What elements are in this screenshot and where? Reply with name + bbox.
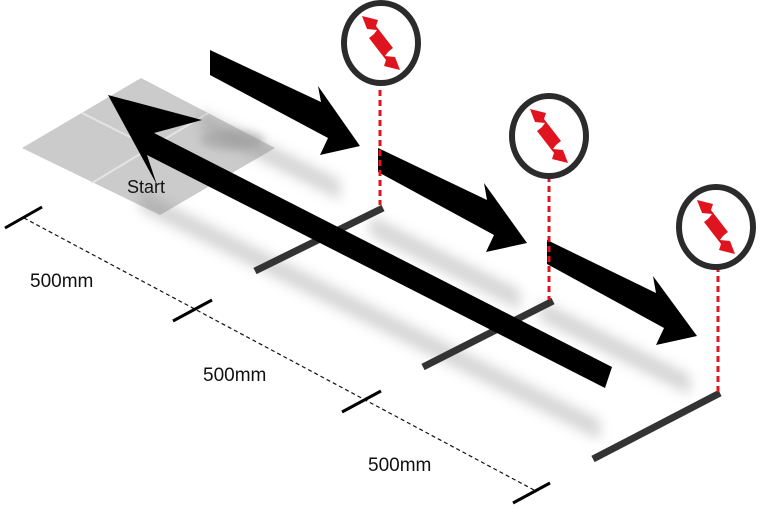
distance-label-3: 500mm [368,455,431,476]
floor-lines [253,204,722,463]
up-down-arrows-icon [362,16,400,70]
tick-2 [172,298,213,323]
floor-line-2 [421,297,555,371]
forward-arrow-3 [547,240,697,345]
tick-3 [341,389,382,414]
tick-4 [512,481,551,505]
forward-arrow-1 [210,50,360,155]
arrow-shadows [140,110,690,440]
direction-marker-2 [509,93,589,179]
up-down-arrows-icon [530,109,568,163]
marker-posts [378,80,720,392]
direction-marker-3 [676,184,756,270]
floor-line-3 [591,389,722,463]
forward-arrow-2 [378,148,527,252]
distance-label-2: 500mm [203,365,266,386]
direction-marker-1 [341,0,421,86]
dimension-line [23,217,535,491]
distance-label-1: 500mm [30,271,93,292]
return-arrow [108,95,612,388]
tick-1 [4,205,43,230]
up-down-arrows-icon [697,200,735,254]
distance-guide [4,205,551,505]
